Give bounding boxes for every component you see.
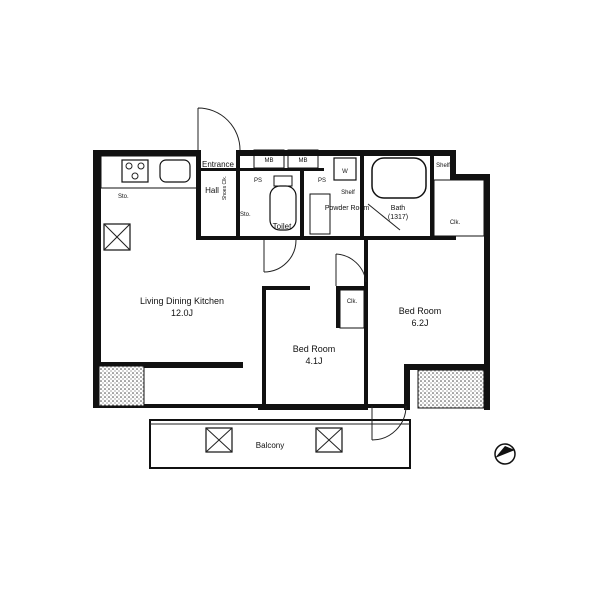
room-size-bed2: 6.2J xyxy=(411,318,428,328)
label-shelf-1: Shelf xyxy=(341,190,355,196)
north-arrow-icon xyxy=(494,443,516,465)
fridge-space xyxy=(103,223,131,251)
bathtub-icon xyxy=(371,157,427,199)
room-label-entrance: Entrance xyxy=(202,160,235,169)
label-shoes-closet: Shoes Clk. xyxy=(222,176,228,200)
label-closet-1: Clk. xyxy=(347,299,358,305)
room-size-ldk: 12.0J xyxy=(171,308,193,318)
room-size-bed1: 4.1J xyxy=(305,356,322,366)
label-ps-1: PS xyxy=(254,178,262,184)
balcony xyxy=(149,419,411,469)
room-label-toilet: Toilet xyxy=(273,222,292,231)
kitchen xyxy=(100,155,198,251)
stove-icon xyxy=(121,159,149,183)
room-label-bed2: Bed Room xyxy=(399,306,442,316)
room-label-hall: Hall xyxy=(205,186,219,195)
label-shelf-2: Shelf xyxy=(436,163,450,169)
label-storage-2: Sto. xyxy=(240,212,251,218)
label-mb-1: MB xyxy=(265,158,274,164)
room-label-bed1: Bed Room xyxy=(293,344,336,354)
sink-icon xyxy=(159,159,191,183)
label-closet-2: Clk. xyxy=(450,220,461,226)
room-label-ldk: Living Dining Kitchen xyxy=(140,296,224,306)
wet-area xyxy=(253,149,427,235)
label-washer: W xyxy=(342,169,348,175)
label-ps-2: PS xyxy=(318,178,326,184)
room-size-bath: (1317) xyxy=(388,214,408,221)
label-mb-2: MB xyxy=(299,158,308,164)
interior-walls xyxy=(196,150,456,408)
outer-walls xyxy=(93,150,490,410)
balcony-floor-right xyxy=(417,369,485,409)
room-label-bath: Bath xyxy=(391,205,406,212)
doors xyxy=(197,107,407,441)
room-label-powder: Powder Room xyxy=(325,205,370,212)
room-label-balcony: Balcony xyxy=(256,441,284,450)
label-storage-1: Sto. xyxy=(118,194,129,200)
washer-icon xyxy=(333,157,357,181)
balcony-floor-left xyxy=(98,365,145,407)
closet-bed2 xyxy=(433,179,485,237)
closet-bed1 xyxy=(339,289,365,329)
